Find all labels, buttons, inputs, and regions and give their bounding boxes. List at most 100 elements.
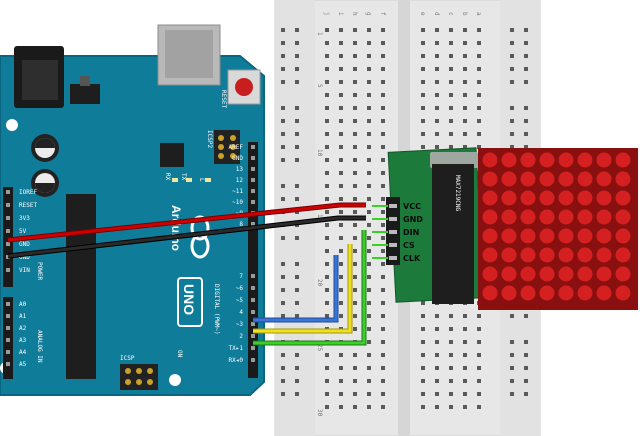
breadboard-hole: [435, 340, 439, 344]
matrix-led: [615, 171, 631, 187]
breadboard-hole: [421, 28, 425, 32]
breadboard-hole: [435, 93, 439, 97]
row-number: 20: [316, 279, 323, 287]
matrix-led: [596, 266, 612, 282]
rail-hole: [281, 236, 285, 240]
rail-hole: [524, 119, 528, 123]
breadboard-hole: [463, 67, 467, 71]
breadboard-hole: [367, 132, 371, 136]
breadboard-hole: [449, 41, 453, 45]
breadboard-hole: [477, 353, 481, 357]
matrix-led: [596, 228, 612, 244]
breadboard-hole: [325, 197, 329, 201]
rail-hole: [295, 197, 299, 201]
breadboard-hole: [477, 366, 481, 370]
matrix-led: [558, 171, 574, 187]
power-header: [3, 187, 13, 287]
rail-hole: [281, 288, 285, 292]
breadboard-hole: [463, 314, 467, 318]
rx-led: [172, 178, 178, 182]
rail-hole: [524, 67, 528, 71]
breadboard-hole: [353, 184, 357, 188]
breadboard-hole: [367, 93, 371, 97]
rail-hole: [281, 67, 285, 71]
breadboard-hole: [353, 223, 357, 227]
breadboard-hole: [367, 106, 371, 110]
row-number: 1: [316, 32, 323, 36]
rail-hole: [295, 145, 299, 149]
atmega-chip: [66, 194, 96, 379]
breadboard-hole: [477, 41, 481, 45]
header-pin: [251, 322, 255, 326]
pin-label: 5V: [19, 228, 27, 235]
breadboard-hole: [339, 67, 343, 71]
breadboard-hole: [325, 106, 329, 110]
rail-hole: [524, 106, 528, 110]
module-pin-label: DIN: [403, 228, 419, 237]
breadboard-hole: [449, 54, 453, 58]
matrix-led: [501, 152, 517, 168]
row-number: 30: [316, 409, 323, 417]
header-pin: [6, 338, 10, 342]
pin-label: AREF: [229, 144, 244, 151]
on-label: ON: [176, 350, 183, 358]
module-pin-label: CLK: [403, 254, 421, 263]
breadboard-hole: [353, 392, 357, 396]
breadboard-hole: [367, 28, 371, 32]
breadboard-hole: [421, 314, 425, 318]
breadboard-hole: [477, 28, 481, 32]
matrix-led: [539, 247, 555, 263]
rail-hole: [281, 145, 285, 149]
breadboard-hole: [381, 314, 385, 318]
breadboard-hole: [421, 132, 425, 136]
matrix-led: [615, 247, 631, 263]
breadboard-hole: [339, 119, 343, 123]
pin-label: 2: [239, 333, 243, 340]
breadboard-hole: [367, 184, 371, 188]
breadboard-hole: [477, 119, 481, 123]
breadboard-hole: [421, 405, 425, 409]
breadboard-hole: [325, 392, 329, 396]
breadboard-hole: [339, 145, 343, 149]
header-pin-labels: IOREFRESET3V35VGNDGNDVINA0A1A2A3A4A5AREF…: [19, 144, 243, 368]
breadboard-hole: [353, 210, 357, 214]
breadboard-hole: [339, 54, 343, 58]
breadboard-hole: [353, 327, 357, 331]
breadboard-hole: [367, 236, 371, 240]
rail-hole: [281, 41, 285, 45]
rail-hole: [510, 67, 514, 71]
matrix-led: [596, 190, 612, 206]
pin-label: IOREF: [19, 189, 37, 196]
breadboard-hole: [367, 197, 371, 201]
module-pin-label: GND: [403, 215, 423, 224]
breadboard-hole: [353, 93, 357, 97]
rail-hole: [281, 132, 285, 136]
reset-button[interactable]: [227, 69, 261, 105]
matrix-led: [596, 285, 612, 301]
breadboard-hole: [339, 41, 343, 45]
rail-hole: [295, 353, 299, 357]
breadboard-hole: [463, 54, 467, 58]
breadboard-hole: [463, 132, 467, 136]
header-pin: [251, 178, 255, 182]
breadboard-hole: [381, 340, 385, 344]
breadboard-hole: [381, 106, 385, 110]
breadboard-hole: [367, 327, 371, 331]
rail-hole: [510, 41, 514, 45]
breadboard-hole: [477, 132, 481, 136]
pin-label: 12: [236, 177, 244, 184]
module-pin: [389, 230, 397, 234]
rail-hole: [295, 314, 299, 318]
breadboard-hole: [449, 366, 453, 370]
breadboard-hole: [381, 41, 385, 45]
rail-hole: [510, 379, 514, 383]
rail-hole: [295, 288, 299, 292]
breadboard-hole: [381, 327, 385, 331]
header-pin: [6, 229, 10, 233]
wire-gnd: [7, 216, 366, 258]
breadboard-hole: [381, 145, 385, 149]
breadboard-hole: [367, 340, 371, 344]
matrix-led: [615, 190, 631, 206]
rail-hole: [281, 262, 285, 266]
